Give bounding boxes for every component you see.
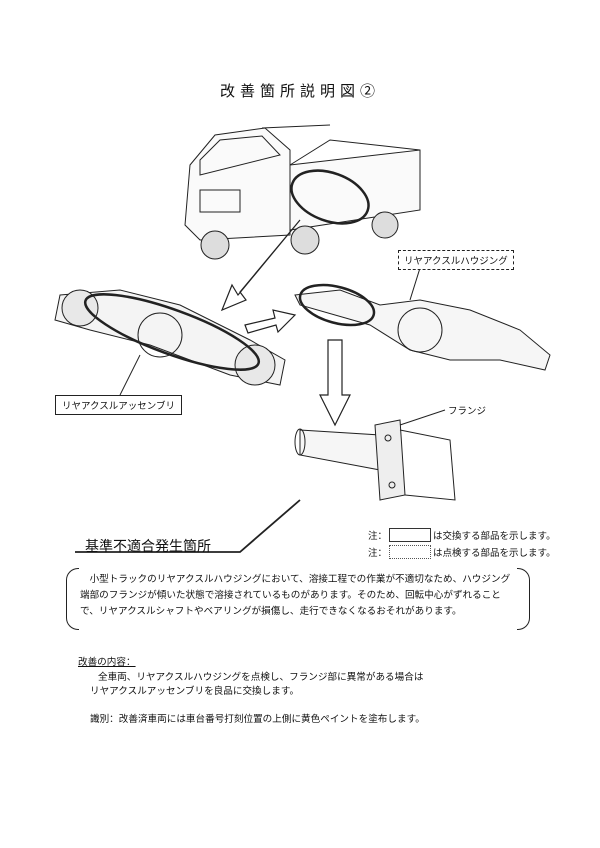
note-text: は点検する部品を示します。: [433, 548, 556, 559]
fix-heading: 改善の内容：: [78, 657, 136, 668]
arrow-down: [319, 339, 351, 427]
bracket-left: [66, 568, 79, 630]
note-replace: 注： は交換する部品を示します。: [368, 528, 556, 542]
nonconformity-label: 基準不適合発生箇所: [85, 539, 211, 555]
arrow-right: [244, 309, 297, 334]
note-prefix: 注：: [368, 531, 388, 542]
rear-axle-assembly-drawing: [54, 289, 286, 396]
description-text: 小型トラックのリヤアクスルハウジングにおいて、溶接工程での作業が不適切なため、ハ…: [80, 574, 511, 617]
note-prefix: 注：: [368, 548, 388, 559]
legend-dotted-box: [389, 545, 432, 559]
note-inspect: 注： は点検する部品を示します。: [368, 545, 556, 559]
flange-closeup-drawing: [294, 409, 456, 501]
assembly-label: リヤアクスルアッセンブリ: [55, 395, 182, 415]
note-text: は交換する部品を示します。: [433, 531, 556, 542]
page-title: 改善箇所説明図②: [219, 82, 380, 100]
housing-label: リヤアクスルハウジング: [398, 250, 514, 270]
fix-line-2: リヤアクスルアッセンブリを良品に交換します。: [90, 686, 300, 697]
truck-drawing: [184, 124, 421, 260]
leader-line: [75, 499, 301, 553]
legend-solid-box: [389, 528, 432, 542]
description-box: 小型トラックのリヤアクスルハウジングにおいて、溶接工程での作業が不適切なため、ハ…: [66, 568, 530, 630]
flange-label: フランジ: [448, 403, 487, 417]
arrow-down-left: [220, 219, 301, 312]
bracket-right: [517, 568, 530, 630]
fix-line-1: 全車両、リヤアクスルハウジングを点検し、フランジ部に異常がある場合は: [98, 672, 424, 683]
identification-text: 識別：改善済車両には車台番号打刻位置の上側に黄色ペイントを塗布します。: [90, 714, 425, 725]
rear-axle-housing-drawing: [294, 267, 551, 371]
